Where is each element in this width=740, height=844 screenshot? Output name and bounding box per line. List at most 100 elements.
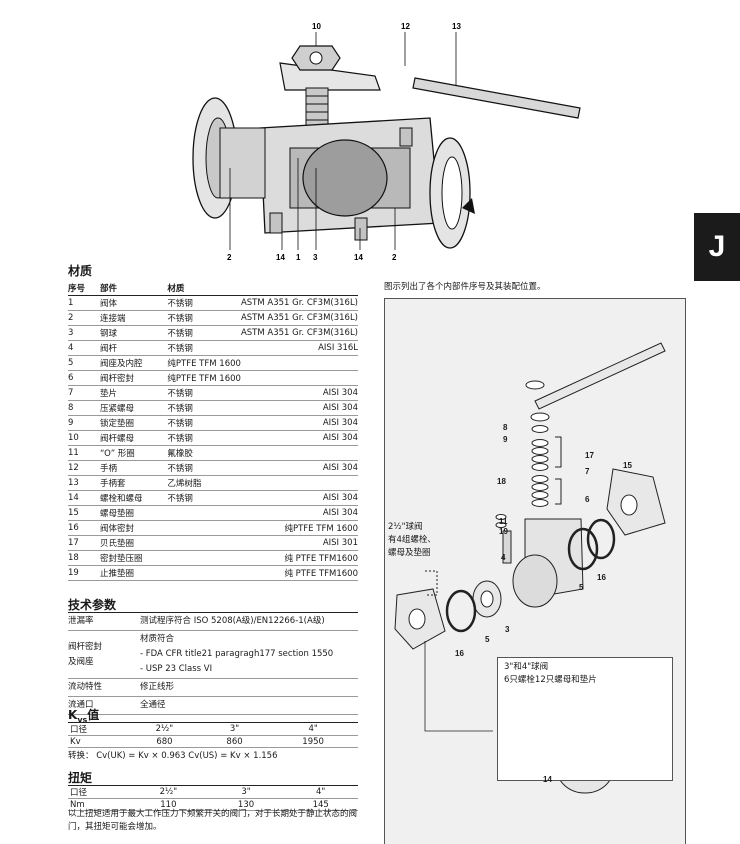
callout-14-left: 14 <box>276 253 285 262</box>
row-part: 钢球 <box>100 325 168 341</box>
row-part: 阀杆螺母 <box>100 430 168 446</box>
kvs-row-label: Kv <box>68 735 128 748</box>
row-standard: AISI 304 <box>240 385 358 401</box>
row-material <box>167 550 241 566</box>
callout-14-right: 14 <box>354 253 363 262</box>
row-no: 11 <box>68 445 101 461</box>
note-3-4-inch-valve: 3"和4"球阀 6只螺栓12只螺母和垫片 <box>497 657 673 781</box>
row-standard: AISI 316L <box>240 340 358 356</box>
note-2-5-line-3: 螺母及垫圈 <box>388 548 431 558</box>
row-material <box>167 535 241 551</box>
material-row: 11“O” 形圈氟橡胶 <box>68 445 358 461</box>
row-part: 手柄套 <box>100 475 168 491</box>
row-standard <box>240 370 358 386</box>
row-no: 1 <box>68 295 101 311</box>
callout-10: 10 <box>312 22 321 31</box>
note-3-4-line-2: 6只螺栓12只螺母和垫片 <box>504 675 597 685</box>
exploded-callout: 18 <box>497 477 506 486</box>
row-part: 压紧螺母 <box>100 400 168 416</box>
torque-value-2-5: 110 <box>128 798 209 811</box>
row-material: 纯PTFE TFM 1600 <box>167 370 241 386</box>
row-no: 2 <box>68 310 101 326</box>
kvs-title-tail: 值 <box>87 708 100 722</box>
torque-value-3: 130 <box>208 798 284 811</box>
exploded-callout: 14 <box>543 775 552 784</box>
torque-table: 口径 2½" 3" 4" Nm 110 130 145 <box>68 785 358 811</box>
row-part: 连接端 <box>100 310 168 326</box>
row-part: 阀杆 <box>100 340 168 356</box>
row-part: 密封垫压圈 <box>100 550 168 566</box>
tech-row: 阀杆密封 及阀座材质符合- FDA CFR title21 paragragh1… <box>68 630 358 679</box>
row-no: 10 <box>68 430 101 446</box>
exploded-callout: 8 <box>503 423 508 432</box>
row-standard: AISI 304 <box>240 505 358 521</box>
kvs-title-sub: vs <box>77 715 88 725</box>
section-tab-j: J <box>694 213 740 281</box>
row-no: 13 <box>68 475 101 491</box>
row-part: 阀杆密封 <box>100 370 168 386</box>
row-no: 18 <box>68 550 101 566</box>
note-2-5-inch-valve: 2½"球阀 有4组螺栓、 螺母及垫圈 <box>388 521 436 560</box>
exploded-callout: 6 <box>585 495 590 504</box>
note-3-4-line-1: 3"和4"球阀 <box>504 662 549 672</box>
callout-1: 1 <box>296 253 301 262</box>
tech-table: 泄漏率测试程序符合 ISO 5208(A级)/EN12266-1(A级)阀杆密封… <box>68 612 358 715</box>
row-part: 阀座及内腔 <box>100 355 168 371</box>
row-material: 不锈钢 <box>167 415 241 431</box>
row-standard: AISI 304 <box>240 490 358 506</box>
tech-row: 流通口全通径 <box>68 696 358 715</box>
tech-row: 泄漏率测试程序符合 ISO 5208(A级)/EN12266-1(A级) <box>68 612 358 631</box>
torque-title: 扭矩 <box>68 771 93 785</box>
exploded-view-panel: 2½"球阀 有4组螺栓、 螺母及垫圈 3"和4"球阀 6只螺栓12只螺母和垫片 … <box>384 298 686 844</box>
kvs-header-3: 3" <box>200 722 269 736</box>
kvs-title-main: K <box>68 708 78 722</box>
row-standard: 纯 PTFE TFM1600 <box>240 565 358 581</box>
kvs-value-3: 860 <box>200 735 269 748</box>
kvs-header-2-5: 2½" <box>128 722 201 736</box>
row-standard: ASTM A351 Gr. CF3M(316L) <box>240 325 358 341</box>
row-standard <box>240 445 358 461</box>
row-standard: AISI 304 <box>240 430 358 446</box>
kvs-value-4: 1950 <box>268 735 358 748</box>
kvs-table: 口径 2½" 3" 4" Kv 680 860 1950 <box>68 722 358 748</box>
col-header-no: 序号 <box>68 282 101 296</box>
row-material: 不锈钢 <box>167 490 241 506</box>
row-part: 锁定垫圈 <box>100 415 168 431</box>
exploded-callout: 15 <box>623 461 632 470</box>
callout-2-right: 2 <box>392 253 397 262</box>
row-no: 19 <box>68 565 101 581</box>
row-standard <box>240 355 358 371</box>
exploded-callout: 3 <box>505 625 510 634</box>
note-2-5-line-1: 2½"球阀 <box>388 522 423 532</box>
torque-note: 以上扭矩适用于最大工作压力下频繁开关的阀门，对于长期处于静止状态的阀门，其扭矩可… <box>68 809 358 832</box>
torque-value-4: 145 <box>283 798 358 811</box>
tech-title: 技术参数 <box>68 598 117 612</box>
exploded-callout: 4 <box>501 553 506 562</box>
tech-value-line: 测试程序符合 ISO 5208(A级)/EN12266-1(A级) <box>140 616 325 626</box>
tech-value-line: 材质符合 <box>140 634 175 644</box>
row-material: 不锈钢 <box>167 385 241 401</box>
row-standard <box>240 475 358 491</box>
exploded-view-drawing <box>394 342 666 794</box>
row-part: “O” 形圈 <box>100 445 168 461</box>
row-no: 14 <box>68 490 101 506</box>
callout-3: 3 <box>313 253 318 262</box>
row-material <box>167 520 241 536</box>
kvs-value-2-5: 680 <box>128 735 201 748</box>
row-part: 贝氏垫圈 <box>100 535 168 551</box>
row-standard: 纯PTFE TFM 1600 <box>240 520 358 536</box>
tech-value: 材质符合- FDA CFR title21 paragragh177 secti… <box>140 630 358 679</box>
